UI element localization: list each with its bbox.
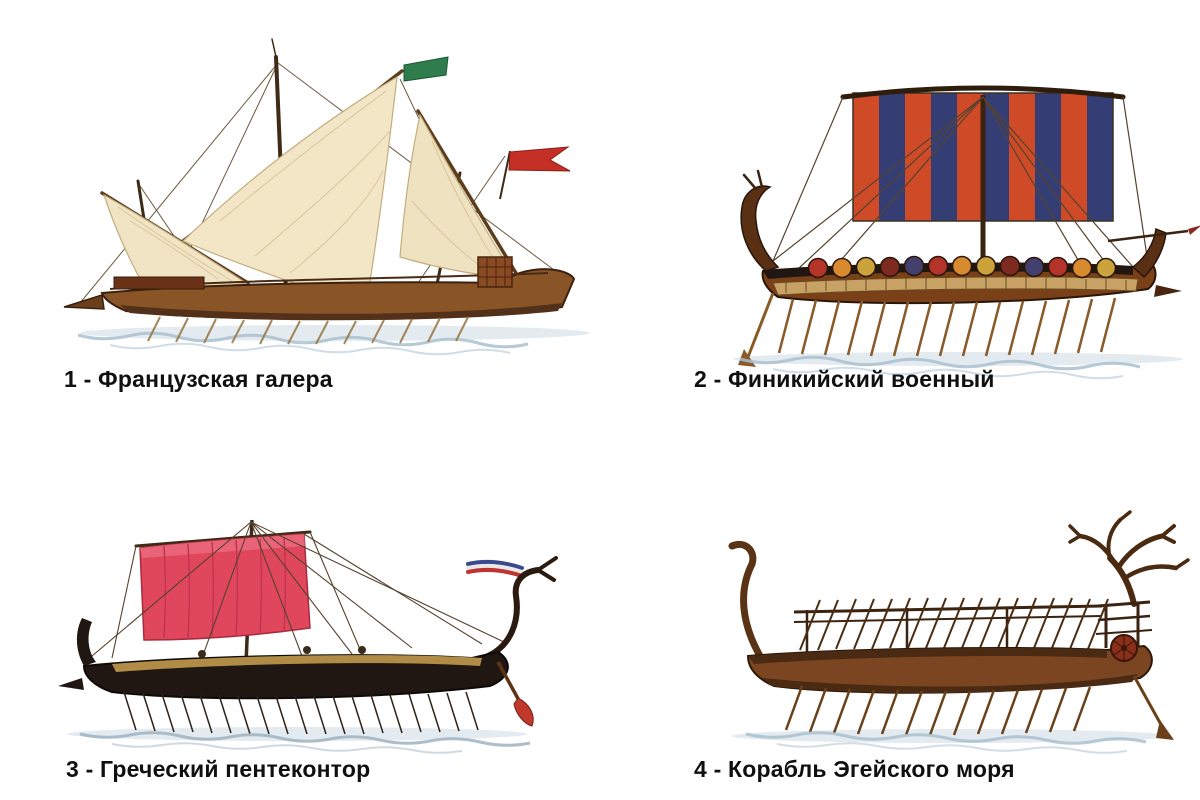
antler-ornament (1068, 510, 1190, 607)
red-sail (139, 533, 311, 641)
stern-cabin (477, 256, 513, 288)
caption-french-galley: 1 - Французская галера (64, 366, 333, 392)
oars (746, 292, 1117, 358)
caption-aegean-sea-ship: 4 - Корабль Эгейского моря (694, 756, 1015, 782)
steering-oar-blade (1156, 720, 1174, 740)
yard (840, 85, 1126, 100)
ram (1154, 285, 1182, 297)
steering-oar (496, 661, 534, 727)
greek-penteconter-illustration (58, 519, 558, 754)
bow-spur (63, 294, 105, 310)
waterline (745, 731, 1147, 754)
figure-greek-penteconter (52, 494, 597, 766)
stern-volute (485, 556, 558, 659)
hull (746, 634, 1153, 694)
oarport-ticks (785, 277, 1127, 293)
oars (123, 691, 479, 735)
french-galley-illustration (63, 38, 590, 356)
hull (58, 618, 509, 700)
figure-phoenician-warship (678, 71, 1200, 381)
figure-aegean-sea-ship (682, 508, 1200, 760)
yard (134, 530, 312, 548)
red-pennant (508, 146, 571, 172)
caption-greek-penteconter: 3 - Греческий пентеконтор (66, 756, 371, 782)
waterline (739, 355, 1141, 380)
striped-sail (852, 92, 1114, 222)
caption-phoenician-warship: 2 - Финикийский военный (694, 366, 995, 392)
aegean-sea-ship-illustration (728, 510, 1190, 754)
bow-stem (76, 618, 96, 666)
hull (63, 256, 576, 321)
figure-french-galley (50, 21, 625, 371)
shield-row (807, 255, 1117, 279)
spear-row (799, 597, 1109, 651)
ram (58, 678, 84, 690)
deck-rail (793, 604, 1103, 654)
oars (147, 316, 469, 345)
lateen-sails (102, 75, 518, 308)
waterline (79, 731, 531, 754)
rigging (772, 96, 1149, 278)
striped-pennant (466, 559, 524, 578)
stern-platform (1095, 600, 1153, 648)
phoenician-warship-illustration (733, 85, 1200, 380)
stern-stem (740, 185, 780, 272)
bow-horn (728, 541, 764, 660)
oars (784, 675, 1166, 736)
rigging (91, 521, 505, 659)
green-flag (403, 56, 449, 82)
waterline (77, 331, 529, 356)
hull-shadow (732, 729, 1172, 743)
flags (403, 56, 571, 200)
